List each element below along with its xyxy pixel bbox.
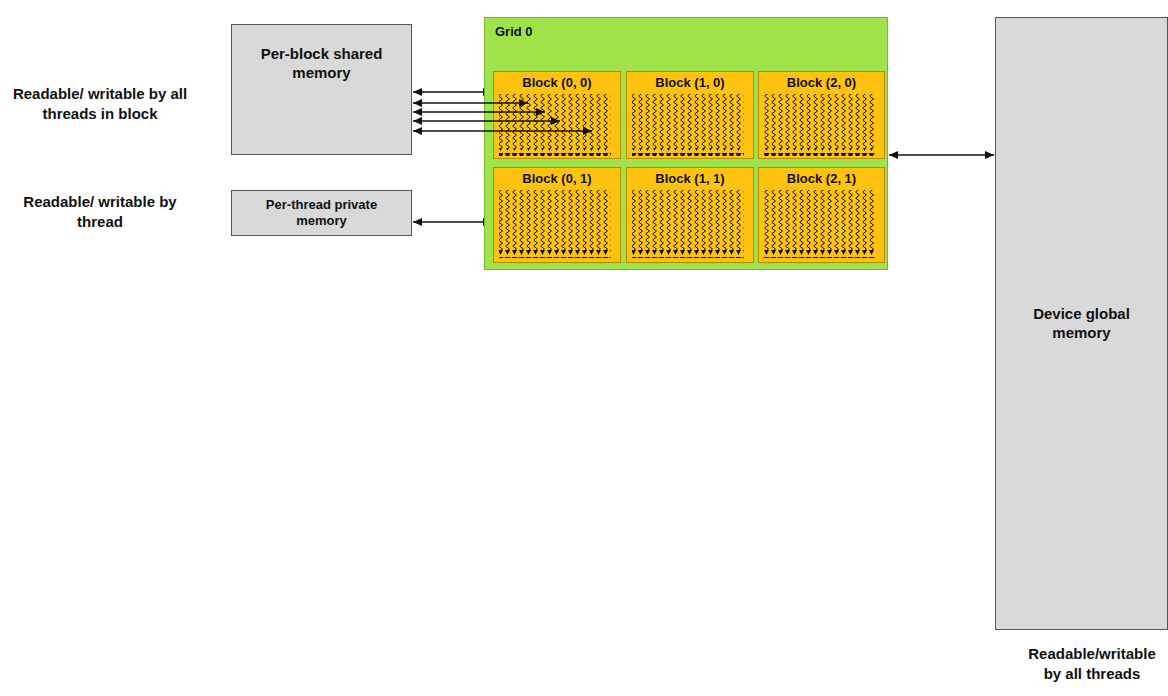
memory-access-arrow (889, 154, 994, 156)
node-text: Block (0, 0) (498, 75, 616, 91)
access-note: Readable/ writable by thread (10, 192, 190, 231)
access-note: Readable/ writable by all threads in blo… (10, 84, 190, 123)
thread-block: Block (0, 1) (493, 167, 621, 263)
thread-block: Block (2, 0) (758, 71, 885, 159)
thread-block: Block (2, 1) (758, 167, 885, 263)
node-text: Block (1, 0) (631, 75, 749, 91)
grid-box: Grid 0 Block (0, 0) Block (1, 0) Block (2, … (484, 17, 888, 270)
global-memory-box: Device global memory (995, 17, 1168, 630)
node-text: Per-block shared memory (242, 45, 401, 83)
thread-block: Block (0, 0) (493, 71, 621, 159)
node-text: Block (0, 1) (498, 171, 616, 187)
memory-access-arrow (413, 91, 492, 93)
node-text: Block (2, 1) (763, 171, 880, 187)
shared-memory-box: Per-block shared memory (231, 24, 412, 155)
access-note: Readable/writable by all threads (1022, 644, 1162, 683)
memory-access-arrow (413, 221, 492, 223)
thread-block: Block (1, 0) (626, 71, 754, 159)
node-text: Grid 0 (495, 24, 877, 40)
thread-block: Block (1, 1) (626, 167, 754, 263)
private-memory-box: Per-thread private memory (231, 190, 412, 236)
node-text: Block (2, 0) (763, 75, 880, 91)
node-text: Device global memory (1026, 305, 1137, 343)
node-text: Block (1, 1) (631, 171, 749, 187)
node-text: Per-thread private memory (242, 197, 401, 230)
